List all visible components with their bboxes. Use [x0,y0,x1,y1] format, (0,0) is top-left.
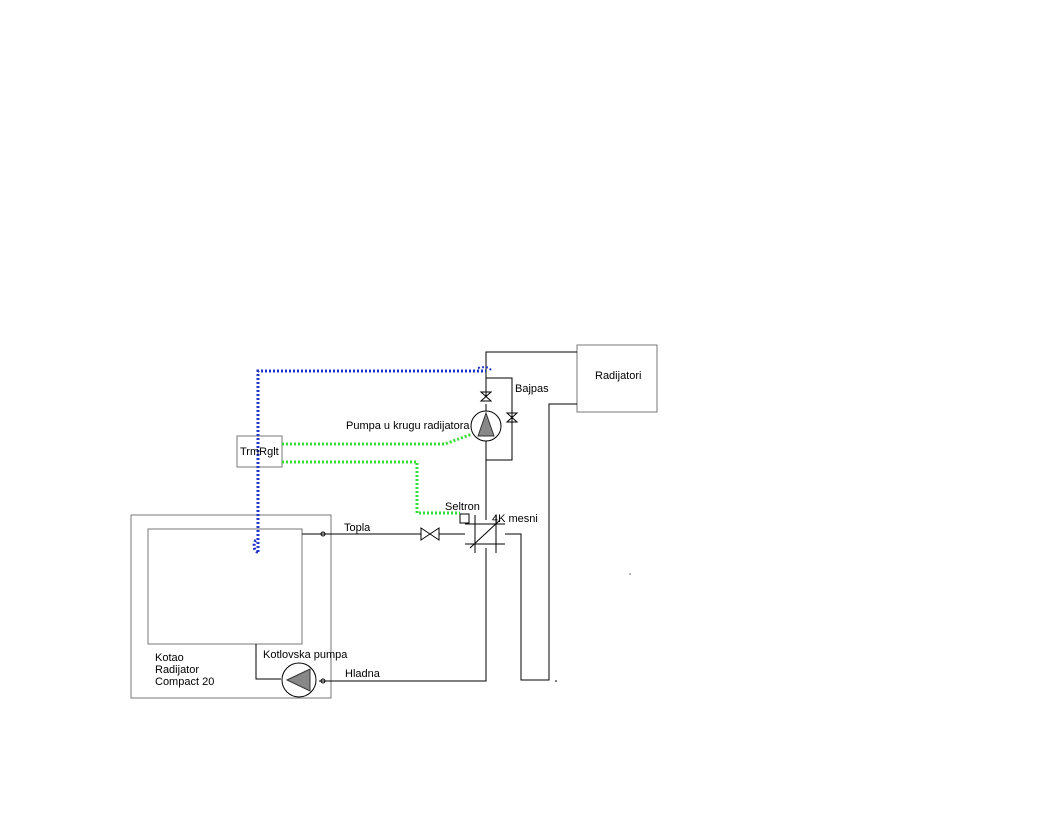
valve-hot-line [420,527,440,541]
radiators-label: Radijatori [595,370,641,382]
radiator-pump-label: Pumpa u krugu radijatora [346,420,470,432]
boiler-pump-label: Kotlovska pumpa [263,649,348,661]
radiators-box [576,344,658,413]
stray-dot [629,573,631,575]
boiler-label-line2: Radijator [155,664,199,676]
valve-supply [479,391,493,402]
boiler-pump [281,662,317,698]
valve-bypass [505,412,519,423]
piping [255,351,577,684]
sensor-probe-wire [252,538,259,554]
bypass-label: Bajpas [515,383,549,395]
radiator-pump [470,410,502,442]
seltron-label: Seltron [445,501,480,513]
sensor-wire [256,369,486,552]
pump-control-wire [282,432,473,446]
mixing-valve [465,515,505,553]
return-from-radiators-pipe [505,403,577,681]
bypass-pipe [486,377,513,461]
supply-to-radiators-pipe [485,351,577,396]
mixer-control-wire [282,460,460,515]
boiler-inner-box [147,528,303,645]
boiler-pump-feed-pipe [255,644,281,680]
boiler-label-line1: Kotao [155,652,184,664]
cold-line-pipe [319,548,487,682]
mixing-valve-label: 4K mesni [492,513,538,525]
controller-label: TrmRglt [240,446,279,458]
seltron-sensor [459,513,470,524]
hot-line-label: Topla [344,522,371,534]
boiler-label-line3: Compact 20 [155,676,214,688]
cold-connection-dot [320,678,326,684]
cold-line-label: Hladna [345,668,381,680]
sensor-wire-end [477,366,492,372]
hot-connection-dot [320,531,326,537]
